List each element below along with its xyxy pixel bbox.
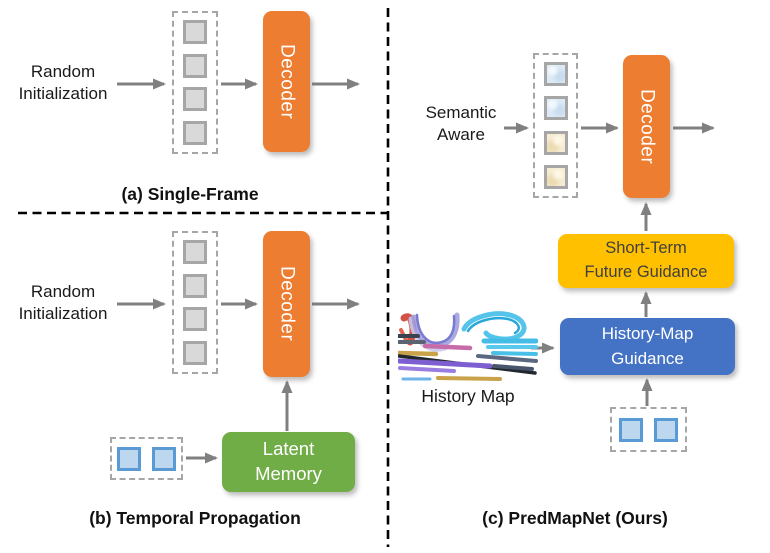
panel-c-caption: (c) PredMapNet (Ours)	[482, 508, 668, 528]
panel-c-future-guidance-block: Short-Term Future Guidance	[558, 234, 734, 288]
panel-c-query-square-4	[543, 164, 568, 189]
panel-c-query-square-2	[543, 96, 568, 121]
panel-a-query-box	[172, 11, 218, 154]
panel-b-query-square-2	[183, 273, 207, 298]
panel-b-memory-query-box	[110, 437, 183, 480]
history-map-caption: History Map	[421, 386, 515, 406]
panel-c-history-guidance-block: History-Map Guidance	[560, 318, 735, 375]
panel-c-query-box	[533, 53, 578, 198]
history-map-image	[398, 311, 538, 381]
panel-c-memory-query-box	[610, 407, 687, 452]
history-guidance-line2: Guidance	[611, 348, 684, 368]
panel-c-decoder-block: Decoder	[623, 55, 670, 198]
panel-b-query-square-4	[183, 340, 207, 365]
panel-b-caption: (b) Temporal Propagation	[89, 508, 301, 528]
panel-a-query-square-4	[183, 120, 207, 145]
panel-c-memory-square-2	[654, 417, 678, 442]
latent-memory-line2: Memory	[255, 463, 322, 484]
future-guidance-line1: Short-Term	[605, 239, 687, 258]
panel-a-input-line1: Random	[30, 62, 96, 81]
panel-b-input-line1: Random	[30, 282, 96, 301]
panel-c-memory-square-1	[619, 417, 643, 442]
panel-a-query-square-3	[183, 87, 207, 112]
panel-a-input-label: Random Initialization	[8, 61, 118, 106]
panel-c-query-square-3	[543, 130, 568, 155]
panel-a-caption: (a) Single-Frame	[121, 184, 259, 204]
panel-b-latent-memory-block: Latent Memory	[222, 432, 355, 492]
panel-a-query-square-2	[183, 53, 207, 78]
panel-a-input-line2: Initialization	[18, 84, 108, 104]
panel-c-input-line1: Semantic	[425, 103, 497, 122]
panel-a-decoder-block: Decoder	[263, 11, 310, 152]
panel-c-decoder-label: Decoder	[636, 88, 658, 165]
future-guidance-line2: Future Guidance	[584, 263, 708, 281]
panel-b-query-square-1	[183, 240, 207, 264]
panel-c-input-label: Semantic Aware	[405, 102, 517, 147]
history-guidance-line1: History-Map	[601, 323, 694, 343]
panel-a-query-square-1	[183, 20, 207, 44]
panel-b-input-label: Random Initialization	[8, 281, 118, 326]
panel-b-memory-square-2	[152, 446, 176, 471]
panel-b-input-line2: Initialization	[18, 304, 108, 324]
panel-b-decoder-block: Decoder	[263, 231, 310, 377]
panel-b-memory-square-1	[117, 446, 141, 471]
panel-b-query-square-3	[183, 307, 207, 332]
latent-memory-line1: Latent	[262, 438, 315, 460]
panel-b-decoder-label: Decoder	[276, 266, 298, 342]
panel-c-input-line2: Aware	[437, 125, 485, 145]
panel-b-query-box	[172, 231, 218, 374]
panel-a-decoder-label: Decoder	[276, 43, 298, 120]
panel-c-query-square-1	[543, 62, 568, 86]
